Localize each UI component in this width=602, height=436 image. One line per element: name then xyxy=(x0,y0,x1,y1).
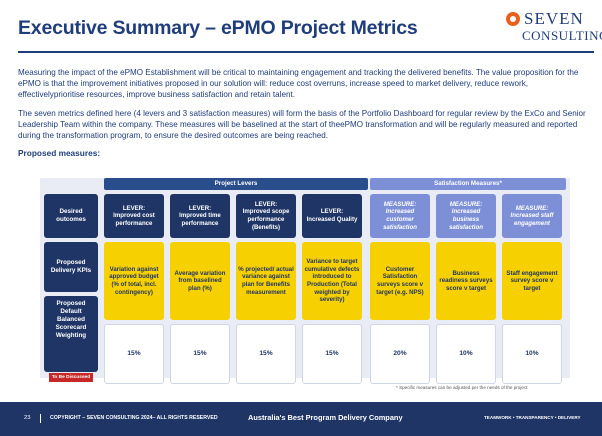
proposed-measures-heading: Proposed measures: xyxy=(18,148,101,158)
row-label-kpis: Proposed Delivery KPIs xyxy=(44,242,98,292)
footer-separator xyxy=(40,414,41,423)
kpi-cell-2: Average variation from baselined plan (%… xyxy=(170,242,230,320)
outcome-cell-1: LEVER: Improved cost performance xyxy=(104,194,164,238)
kpi-cell-4: Variance to target cumulative defects in… xyxy=(302,242,362,320)
seven-consulting-logo: SEVEN CONSULTING xyxy=(506,8,602,48)
table-footnote: * Specific measures can be adjusted per … xyxy=(396,385,528,390)
metrics-paragraph: The seven metrics defined here (4 levers… xyxy=(18,109,586,140)
outcome-cell-5: MEASURE: Increased customer satisfaction xyxy=(370,194,430,238)
weight-cell-1: 15% xyxy=(104,324,164,384)
outcome-cell-2: LEVER: Improved time performance xyxy=(170,194,230,238)
intro-paragraph: Measuring the impact of the ePMO Establi… xyxy=(18,68,579,99)
row-label-weighting: Proposed Default Balanced Scorecard Weig… xyxy=(44,296,98,372)
kpi-cell-7: Staff engagement survey score v target xyxy=(502,242,562,320)
kpi-cell-3: % projected/ actual variance against pla… xyxy=(236,242,296,320)
outcome-cell-3: LEVER: Improved scope performance (Benef… xyxy=(236,194,296,238)
kpi-cell-5: Customer Satisfaction surveys score v ta… xyxy=(370,242,430,320)
logo-text-bottom: CONSULTING xyxy=(522,28,602,43)
to-be-discussed-badge: To Be Discussed xyxy=(49,373,93,382)
weight-cell-6: 10% xyxy=(436,324,496,384)
logo-ring-icon xyxy=(506,12,520,26)
page-title: Executive Summary – ePMO Project Metrics xyxy=(18,17,418,39)
weight-cell-7: 10% xyxy=(502,324,562,384)
page-number: 23 xyxy=(24,415,31,421)
footer-copyright: COPYRIGHT – SEVEN CONSULTING 2024– ALL R… xyxy=(50,415,218,421)
weight-cell-5: 20% xyxy=(370,324,430,384)
outcome-cell-6: MEASURE: Increased business satisfaction xyxy=(436,194,496,238)
project-levers-header: Project Levers xyxy=(104,178,368,190)
footer-values: TEAMWORK • TRANSPARENCY • DELIVERY xyxy=(484,415,581,420)
row-label-outcomes: Desired outcomes xyxy=(44,194,98,238)
footer-bar: 23 COPYRIGHT – SEVEN CONSULTING 2024– AL… xyxy=(0,402,602,436)
kpi-cell-6: Business readiness surveys score v targe… xyxy=(436,242,496,320)
satisfaction-measures-header: Satisfaction Measures* xyxy=(370,178,566,190)
logo-text-top: SEVEN xyxy=(524,9,584,28)
weight-cell-3: 15% xyxy=(236,324,296,384)
weight-cell-2: 15% xyxy=(170,324,230,384)
weight-cell-4: 15% xyxy=(302,324,362,384)
kpi-cell-1: Variation against approved budget (% of … xyxy=(104,242,164,320)
outcome-cell-7: MEASURE: Increased staff engagement xyxy=(502,194,562,238)
title-divider xyxy=(18,51,594,53)
footer-tagline: Australia's Best Program Delivery Compan… xyxy=(248,413,403,422)
outcome-cell-4: LEVER: Increased Quality xyxy=(302,194,362,238)
